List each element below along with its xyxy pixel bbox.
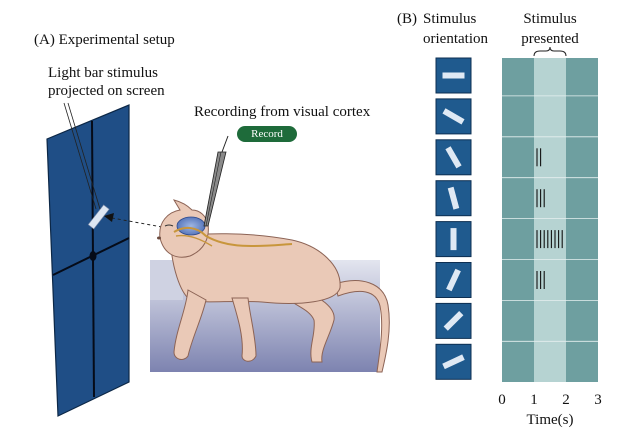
cat-nose [157,236,161,240]
stimulus-leader-line-2 [67,102,101,210]
x-tick-label: 0 [498,392,506,408]
record-tag-label: Record [251,128,283,140]
stimulus-label-line2: projected on screen [48,83,165,99]
orientation-bar [442,108,465,125]
orientation-tile [435,98,472,135]
panel-a-title: (A) Experimental setup [34,32,175,48]
orientation-header-line2: orientation [423,31,488,47]
orientation-tile [435,221,472,258]
x-tick-label: 1 [530,392,538,408]
orientation-bar [445,146,462,169]
stimulus-window [534,58,566,382]
recording-electrode [203,135,229,227]
presented-header-line1: Stimulus [523,11,577,27]
orientation-tiles [435,57,472,380]
x-tick-label: 2 [562,392,570,408]
x-axis-label: Time(s) [526,412,574,428]
orientation-header-line1: Stimulus [423,11,477,27]
light-bar-stimulus [87,204,110,230]
orientation-bar [443,311,464,331]
stimulus-leader-line [63,102,97,210]
orientation-tile [435,57,472,94]
stimulus-bracket [533,46,567,57]
presented-header-line2: presented [521,31,579,47]
orientation-tile [435,262,472,298]
orientation-tile [435,343,472,380]
cat [159,199,390,373]
orientation-tile [435,302,472,339]
orientation-bar [447,186,460,210]
line-of-sight [111,217,163,228]
orientation-bar [450,228,457,251]
projection-screen [46,104,130,417]
panel-b-prefix: (B) [397,11,417,27]
spike-raster [502,46,598,382]
optic-pathway [173,226,293,248]
x-tick-label: 3 [594,392,602,408]
orientation-bar [442,354,465,370]
sight-arrowhead [104,213,114,222]
record-tag-box [237,126,297,142]
recording-label: Recording from visual cortex [194,104,371,120]
orientation-tile [435,180,472,217]
cat-eye [164,224,174,227]
optic-pathway-2 [175,234,213,247]
orientation-bar [442,72,465,79]
stimulus-label-line1: Light bar stimulus [48,65,158,81]
orientation-bar [446,268,461,292]
orientation-tile [435,139,472,176]
